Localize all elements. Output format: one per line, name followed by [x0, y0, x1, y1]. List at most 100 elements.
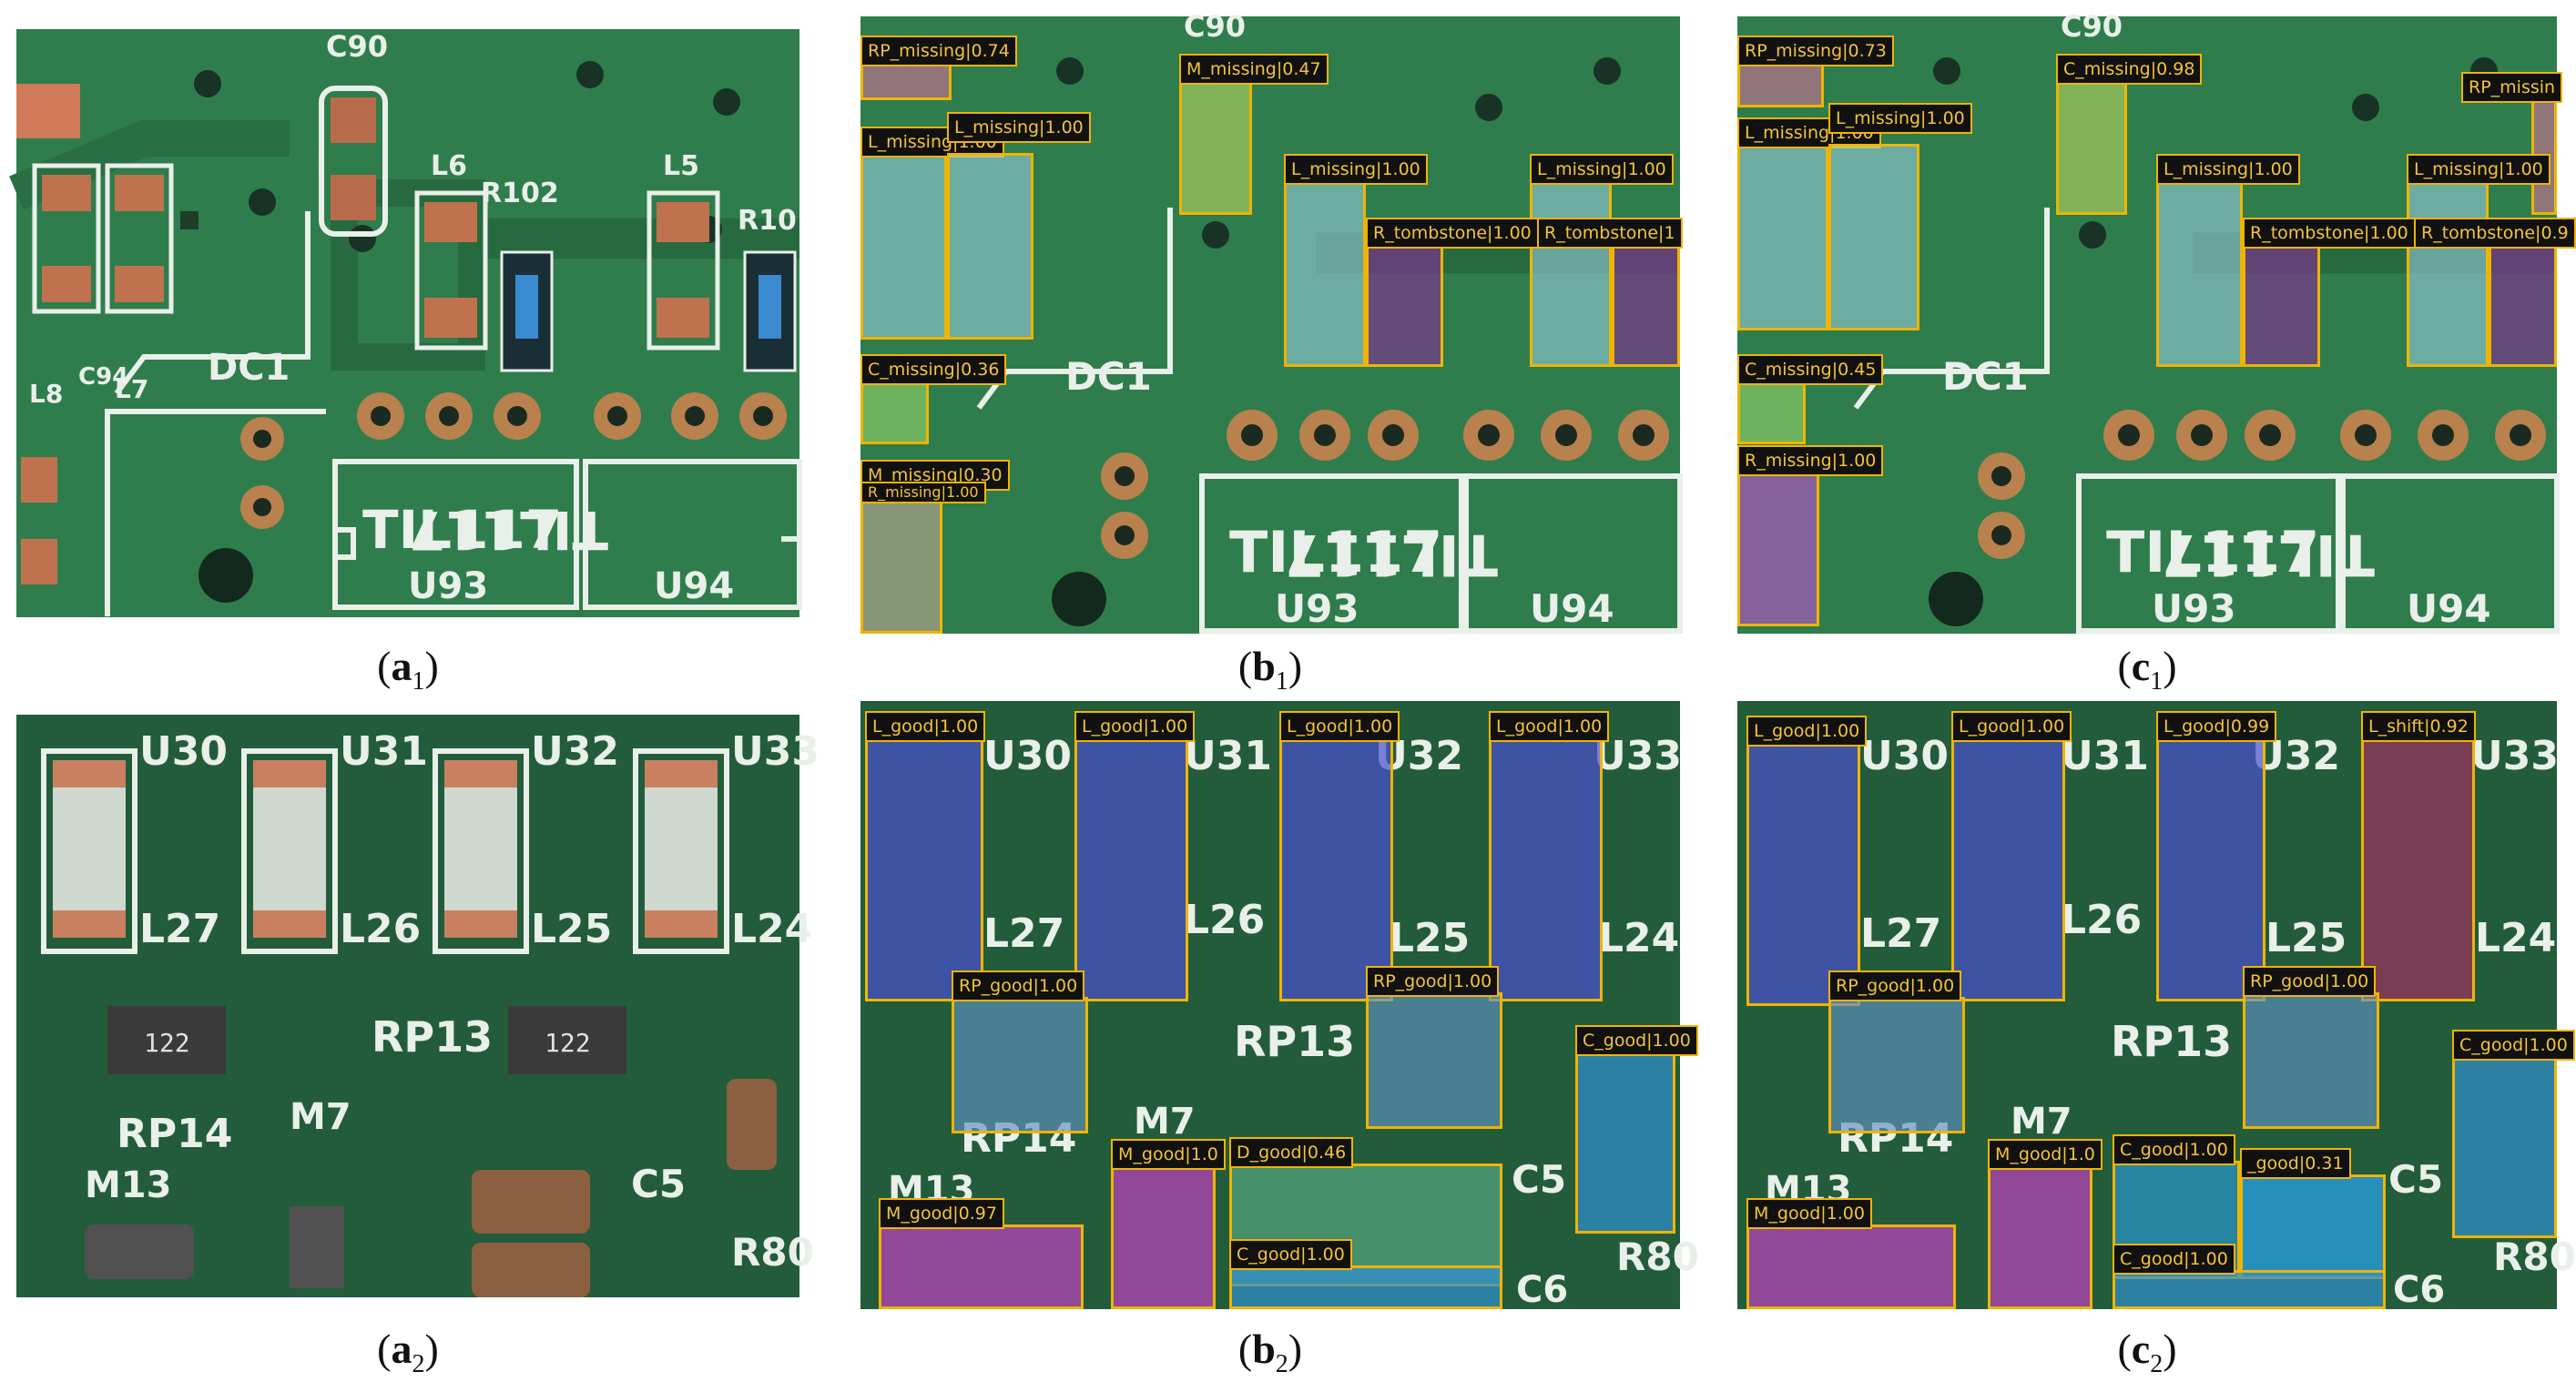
- svg-text:DC1: DC1: [1065, 354, 1152, 399]
- detection-label: L_good|1.00: [865, 711, 986, 742]
- detection-label: L_good|1.00: [1279, 711, 1400, 742]
- detection-b1-0: RP_missing|0.74: [860, 36, 1017, 100]
- svg-text:R80: R80: [1616, 1235, 1699, 1279]
- detection-b2-1: L_good|1.00: [1074, 711, 1196, 1001]
- detection-c1-3: L_missing|1.00: [1737, 117, 1881, 330]
- detection-b2-0: L_good|1.00: [865, 711, 986, 1001]
- svg-text:U94: U94: [1530, 586, 1614, 631]
- detection-label: L_good|1.00: [1074, 711, 1196, 742]
- detection-b1-3: L_missing|1.00: [947, 112, 1091, 340]
- svg-text:DC1: DC1: [208, 347, 290, 389]
- svg-text:C5: C5: [1512, 1157, 1566, 1202]
- detection-label: L_good|1.00: [1951, 711, 2072, 742]
- detection-label: RP_missin: [2461, 72, 2563, 103]
- svg-text:TIL117: TIL117: [1285, 522, 1498, 588]
- svg-text:L24: L24: [1598, 915, 1679, 961]
- svg-text:R10: R10: [738, 205, 797, 237]
- detection-b2-2: L_good|1.00: [1279, 711, 1400, 1001]
- detection-b1-1: M_missing|0.47: [1179, 54, 1329, 215]
- svg-text:R80: R80: [2493, 1235, 2576, 1279]
- panel-a2: U30 U31 U32 U33 L27 L26 L25 L24 RP13 RP1…: [16, 715, 820, 1297]
- rp-pads-a1: [16, 84, 80, 138]
- svg-text:M7: M7: [2011, 1101, 2072, 1143]
- detection-label: RP_good|1.00: [1366, 966, 1500, 997]
- caps-a2: [85, 1079, 777, 1297]
- detection-label: L_good|1.00: [1746, 716, 1868, 747]
- caption-b2: (b2): [1237, 1326, 1303, 1379]
- svg-text:L24: L24: [2475, 915, 2556, 961]
- svg-text:TIL117: TIL117: [1229, 519, 1442, 585]
- detection-b1-5: L_missing|1.00: [1530, 154, 1674, 367]
- detection-b1-8: C_missing|0.36: [860, 354, 1007, 444]
- svg-text:DC1: DC1: [1942, 354, 2029, 399]
- svg-text:U93: U93: [1275, 586, 1359, 631]
- svg-text:C5: C5: [2388, 1157, 2443, 1202]
- panel-b1: TIL117 U93 TIL117 U94 DC1 C90 RP_missing…: [860, 9, 1683, 634]
- detection-c2-10: M_good|1.00: [1746, 1198, 1956, 1309]
- svg-text:TIL117: TIL117: [409, 499, 608, 561]
- detection-label: R_tombstone|1.00: [2243, 218, 2416, 249]
- svg-text:R80: R80: [731, 1230, 814, 1275]
- detection-c1-9: C_missing|0.45: [1737, 354, 1884, 444]
- svg-text:L26: L26: [340, 906, 421, 952]
- detection-label: _good|0.31: [2240, 1148, 2351, 1179]
- inductor-pads-a1: [32, 163, 720, 351]
- svg-text:L6: L6: [431, 150, 467, 182]
- svg-text:U94: U94: [654, 565, 734, 607]
- svg-text:U94: U94: [2407, 586, 2491, 631]
- svg-text:RP13: RP13: [1234, 1017, 1355, 1066]
- detection-c1-10: R_missing|1.00: [1737, 445, 1884, 626]
- detection-b2-5: RP_good|1.00: [1366, 966, 1502, 1129]
- svg-text:122: 122: [144, 1028, 190, 1058]
- detection-c1-0: RP_missing|0.73: [1737, 36, 1894, 107]
- detection-label: C_missing|0.45: [1737, 354, 1884, 385]
- detection-b2-4: RP_good|1.00: [952, 970, 1088, 1133]
- detection-c1-6: L_missing|1.00: [2407, 154, 2551, 367]
- svg-text:U93: U93: [2152, 586, 2236, 631]
- svg-text:U33: U33: [2470, 733, 2559, 779]
- svg-text:TIL117: TIL117: [2162, 522, 2375, 588]
- svg-text:U30: U30: [139, 728, 228, 775]
- detection-label: RP_missing|0.74: [860, 36, 1017, 66]
- detection-c2-7: M_good|1.0: [1988, 1139, 2103, 1309]
- detection-label: R_tombstone|1.00: [1366, 218, 1539, 249]
- detection-label: D_good|0.46: [1229, 1137, 1354, 1168]
- svg-text:U32: U32: [531, 728, 619, 775]
- detection-b1-2: L_missing|1.00: [860, 127, 1004, 340]
- detection-b2-9: M_good|0.97: [879, 1198, 1084, 1309]
- detection-label: M_missing|0.47: [1179, 54, 1329, 85]
- svg-text:U93: U93: [408, 565, 488, 607]
- svg-text:U30: U30: [983, 733, 1072, 779]
- caption-b1: (b1): [1237, 643, 1303, 696]
- detection-label: L_good|1.00: [1489, 711, 1610, 742]
- svg-text:C90: C90: [2061, 9, 2123, 44]
- detection-c1-1: C_missing|0.98: [2056, 54, 2203, 215]
- detection-c2-0: L_good|1.00: [1746, 716, 1868, 1006]
- svg-text:TIL117: TIL117: [2106, 519, 2319, 585]
- svg-text:C5: C5: [631, 1162, 686, 1206]
- svg-text:M7: M7: [1134, 1101, 1196, 1143]
- detection-label: M_good|1.00: [1746, 1198, 1872, 1229]
- inductors-a2: [41, 748, 729, 954]
- svg-text:L27: L27: [139, 906, 220, 952]
- detection-b1-9: M_missing|0.30 R_missing|1.00: [860, 460, 1010, 634]
- detection-label: L_missing|1.00: [1828, 103, 1972, 134]
- detection-label: R_missing|1.00: [860, 482, 986, 503]
- svg-text:M7: M7: [290, 1096, 351, 1138]
- svg-text:L5: L5: [663, 150, 699, 182]
- detection-label: L_shift|0.92: [2361, 711, 2476, 742]
- detection-c2-9: _good|0.31: [2240, 1148, 2386, 1279]
- detection-b1-6: R_tombstone|1.00: [1366, 218, 1539, 367]
- detection-b1-4: L_missing|1.00: [1284, 154, 1428, 367]
- detection-c2-2: L_good|0.99: [2156, 711, 2277, 1001]
- detection-label: RP_good|1.00: [2243, 966, 2377, 997]
- tombstone-resistors-a1: [500, 250, 797, 372]
- detection-b2-3: L_good|1.00: [1489, 711, 1610, 1001]
- svg-text:C90: C90: [1184, 9, 1246, 44]
- svg-text:L26: L26: [2061, 897, 2142, 943]
- svg-text:U30: U30: [1860, 733, 1949, 779]
- detection-label: M_good|1.0: [1111, 1139, 1226, 1170]
- svg-text:RP14: RP14: [117, 1111, 232, 1157]
- detection-b2-10: C_good|1.00: [1229, 1239, 1502, 1309]
- svg-text:U31: U31: [2061, 733, 2149, 779]
